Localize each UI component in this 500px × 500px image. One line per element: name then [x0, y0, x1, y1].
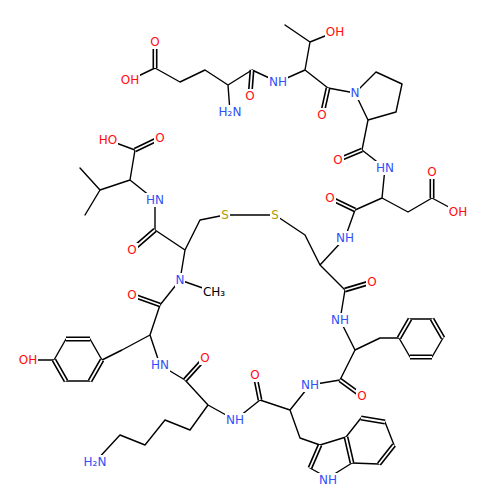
atom-label: H₂N: [83, 455, 108, 469]
atom-label: NH: [225, 413, 245, 427]
atom-label-holder: N: [350, 86, 361, 100]
atom-label: O: [199, 351, 210, 365]
atom-label: OH: [18, 353, 38, 367]
atom-label-holder: NH: [335, 231, 355, 245]
double-bond-gap: [54, 42, 443, 468]
atom-label-holder: O: [356, 389, 367, 403]
atom-label: O: [244, 89, 255, 103]
atom-label: HN: [145, 193, 165, 207]
atom-label: O: [316, 108, 327, 122]
atom-label: OH: [120, 73, 140, 87]
atom-label: O: [426, 165, 437, 179]
atom-label-holder: O: [316, 108, 327, 122]
atom-label-holder: O: [149, 35, 160, 49]
atom-label: OH: [448, 205, 468, 219]
atom-label-holder: OH: [325, 25, 345, 39]
atom-label-holder: O: [199, 351, 210, 365]
atom-label: N: [175, 273, 186, 287]
atom-label: S: [270, 208, 280, 222]
atom-label-holder: OH: [120, 73, 140, 87]
atom-label: NH: [335, 231, 355, 245]
atom-label: O: [366, 275, 377, 289]
atom-label-holder: NH: [318, 473, 338, 487]
atom-label: NH: [330, 313, 350, 327]
atom-label-holder: CH₃: [202, 285, 226, 299]
atom-label: CH₃: [202, 285, 226, 299]
atom-label: NH: [268, 75, 288, 89]
atom-label-holder: NH: [225, 413, 245, 427]
atom-label-holder: OH: [448, 205, 468, 219]
atom-label-holder: O: [126, 243, 137, 257]
atom-label: O: [324, 191, 335, 205]
atom-label-holder: NH: [330, 313, 350, 327]
single-bonds: [28, 25, 458, 478]
atom-label-holder: NH: [300, 378, 320, 392]
atom-label-holder: HN: [145, 193, 165, 207]
atom-label-holder: O: [324, 191, 335, 205]
atom-label-holder: O: [154, 131, 165, 145]
atom-label-holder: O: [366, 275, 377, 289]
atom-label-holder: S: [270, 208, 280, 222]
atom-label-holder: OH: [18, 353, 38, 367]
atom-label-holder: HN: [375, 161, 395, 175]
atom-label-holder: S: [220, 208, 230, 222]
atom-label-holder: N: [175, 273, 186, 287]
atom-label: O: [149, 35, 160, 49]
atom-label: NH: [318, 473, 338, 487]
atom-label-holder: HO: [98, 133, 118, 147]
atom-label: S: [220, 208, 230, 222]
atom-label: O: [332, 153, 343, 167]
atom-label: O: [356, 389, 367, 403]
atom-label-holder: H₂N: [83, 455, 108, 469]
atom-label-holder: HN: [150, 358, 170, 372]
atom-label-holder: NH: [268, 75, 288, 89]
atom-label: H₂N: [218, 105, 243, 119]
double-bonds: [54, 42, 443, 468]
atom-label-holder: O: [426, 165, 437, 179]
atom-label: O: [154, 131, 165, 145]
atom-label-holder: H₂N: [218, 105, 243, 119]
atom-label: HO: [98, 133, 118, 147]
atom-label: N: [350, 86, 361, 100]
atom-label-holder: O: [244, 89, 255, 103]
atom-label-holder: O: [332, 153, 343, 167]
atom-label: O: [126, 243, 137, 257]
atom-label: O: [249, 368, 260, 382]
atom-label: OH: [325, 25, 345, 39]
atom-label-holder: O: [249, 368, 260, 382]
atom-label-holder: O: [126, 288, 137, 302]
atom-label: O: [126, 288, 137, 302]
atom-label: HN: [375, 161, 395, 175]
atom-label: NH: [300, 378, 320, 392]
atom-label: HN: [150, 358, 170, 372]
